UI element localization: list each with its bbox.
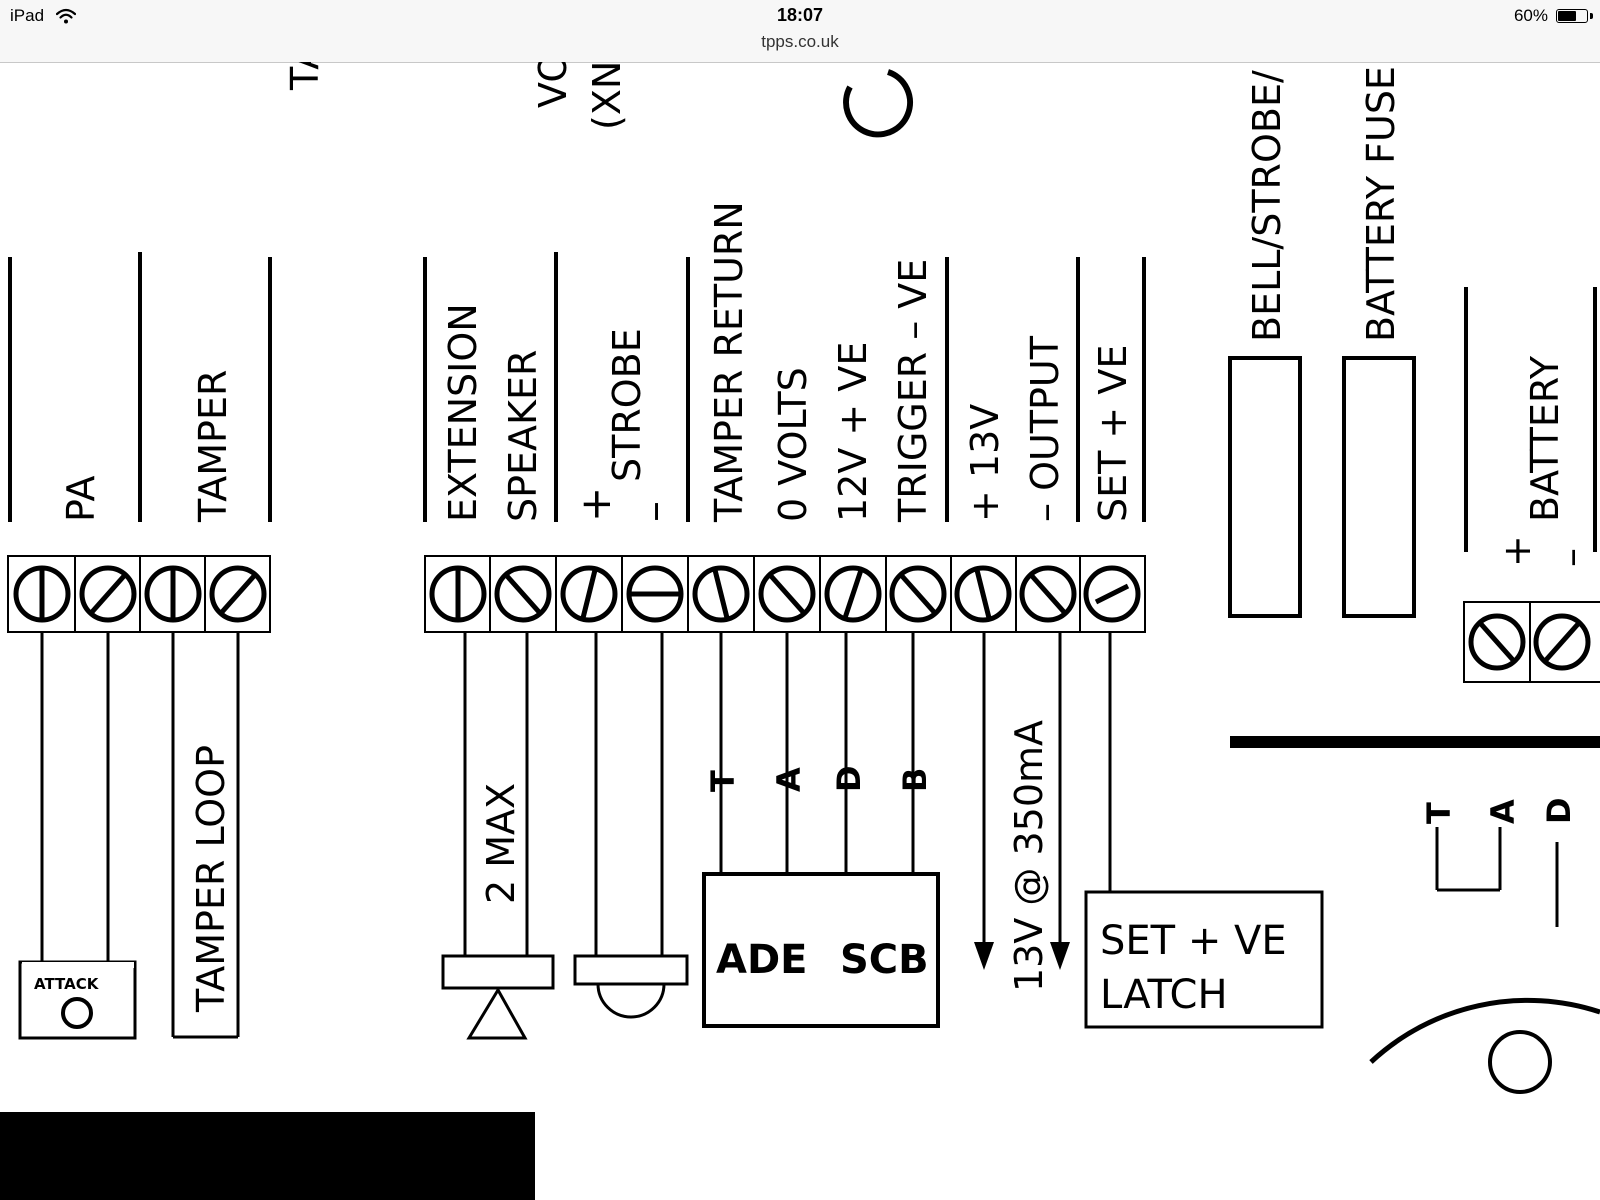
- label-strobe: STROBE: [605, 328, 649, 482]
- battery-level: [1558, 11, 1576, 21]
- label-t: T: [704, 770, 742, 792]
- label-tamper-loop: TAMPER LOOP: [189, 745, 233, 1013]
- battery-percent: 60%: [1513, 6, 1548, 25]
- label-pa: PA: [59, 476, 103, 522]
- device-name: iPad: [10, 6, 45, 25]
- attack-button-circle: [61, 997, 93, 1029]
- speaker-cone: [466, 987, 528, 1040]
- battery-cap: [1590, 13, 1593, 19]
- label-set-ve: SET + VE: [1091, 345, 1135, 522]
- label-vo-partial: VO: [531, 62, 575, 108]
- label-bell-strobe-fuse: BELL/STROBE/: [1245, 70, 1289, 342]
- label-right-a: A: [1484, 799, 1522, 824]
- ade-scb-box: [702, 872, 940, 1028]
- battery-fuse: [1342, 356, 1416, 618]
- label-set-latch-1: SET + VE: [1100, 918, 1287, 964]
- clock: 18:07: [776, 5, 824, 25]
- strobe-body: [573, 954, 689, 986]
- wifi-icon: [56, 8, 76, 24]
- battery-icon: [1556, 9, 1588, 23]
- label-battery: BATTERY: [1523, 355, 1567, 522]
- label-extension: EXTENSION: [441, 303, 485, 522]
- label-d: D: [830, 765, 868, 792]
- label-scb: SCB: [840, 937, 929, 983]
- label-zero-volts: 0 VOLTS: [771, 367, 815, 522]
- label-battery-plus: +: [1495, 535, 1539, 567]
- label-ade: ADE: [716, 937, 807, 983]
- label-current: 13V @ 350mA: [1007, 720, 1051, 992]
- status-bar: iPad 18:07 tpps.co.uk 60%: [0, 0, 1600, 63]
- label-attack: ATTACK: [34, 975, 100, 993]
- top-circle-partial: [843, 69, 914, 138]
- label-speaker: SPEAKER: [501, 350, 545, 522]
- label-tamper: TAMPER: [191, 370, 235, 523]
- label-ta-partial: TA: [283, 62, 327, 91]
- label-2-max: 2 MAX: [479, 783, 523, 904]
- label-minus-output: – OUTPUT: [1023, 335, 1067, 522]
- label-trigger-ve: TRIGGER – VE: [891, 259, 935, 523]
- label-right-t: T: [1420, 802, 1458, 824]
- label-xn-partial: (XN: [585, 62, 629, 130]
- label-b: B: [896, 768, 934, 792]
- bottom-black-bar: [0, 1112, 535, 1200]
- label-strobe-minus: –: [629, 501, 678, 522]
- address-url[interactable]: tpps.co.uk: [761, 32, 839, 51]
- label-battery-minus: –: [1549, 548, 1593, 567]
- wiring-diagram: TA VO (XN BELL/STROBE/ BATTERY FUSE PA T…: [0, 62, 1600, 1200]
- speaker-body: [441, 954, 555, 990]
- label-12v-ve: 12V + VE: [831, 342, 875, 522]
- right-bar: [1230, 736, 1600, 748]
- right-small-circle: [1488, 1030, 1552, 1094]
- set-latch-box: [1084, 890, 1324, 1029]
- label-set-latch-2: LATCH: [1100, 972, 1228, 1018]
- label-tamper-return: TAMPER RETURN: [707, 201, 751, 523]
- label-plus-13v: + 13V: [963, 404, 1007, 522]
- right-circle-partial: [1369, 997, 1600, 1064]
- strobe-dome: [596, 983, 666, 1019]
- bell-strobe-fuse: [1228, 356, 1302, 618]
- label-a: A: [770, 767, 808, 792]
- label-battery-fuse: BATTERY FUSE: [1359, 66, 1403, 342]
- label-strobe-plus: +: [571, 487, 620, 522]
- label-right-d: D: [1540, 797, 1578, 824]
